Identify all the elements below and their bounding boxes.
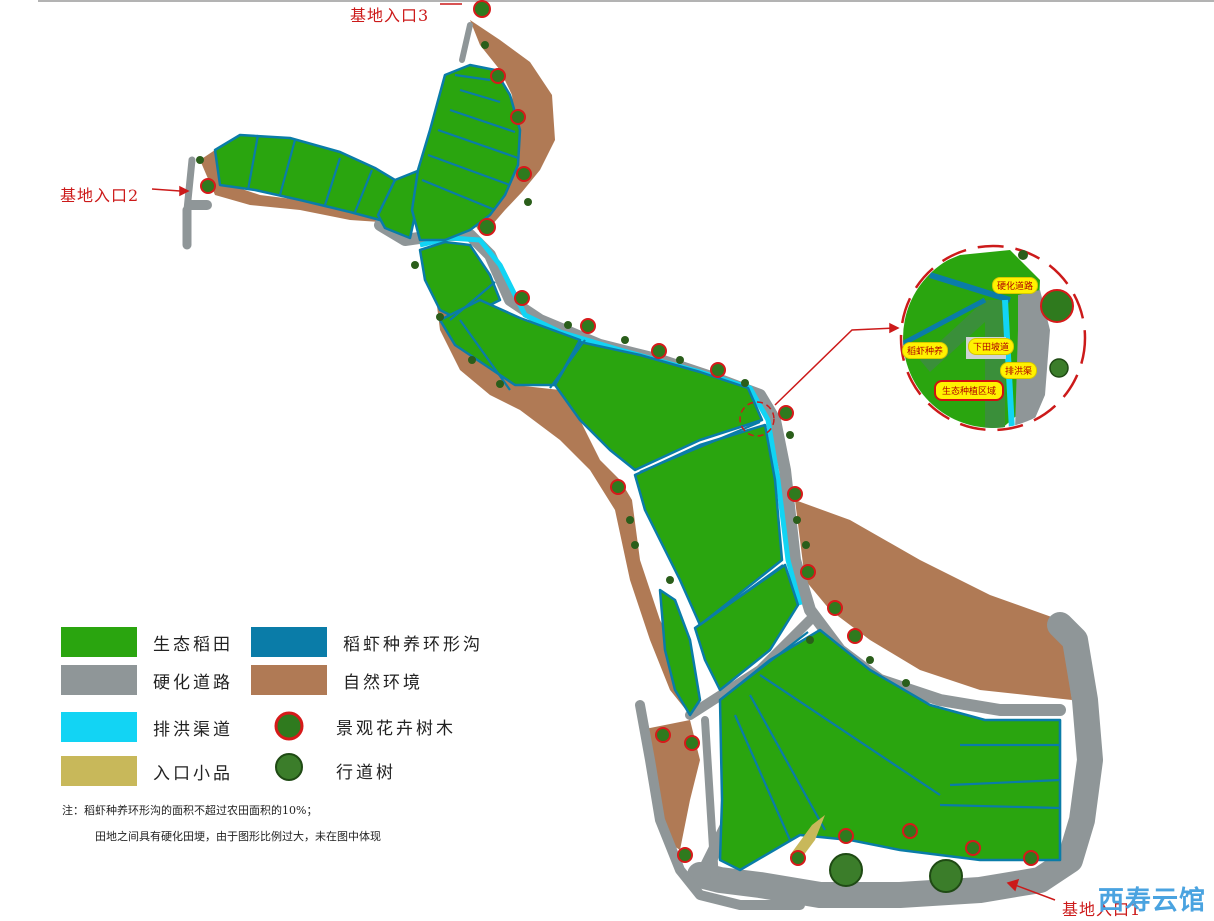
legend-label-flood-channel: 排洪渠道 — [153, 719, 233, 740]
callout-tag-ramp: 下田坡道 — [968, 338, 1015, 355]
legend-item-road: 硬化道路 — [61, 665, 233, 695]
callout-tag-ditch: 稻虾种养 — [902, 342, 949, 359]
legend-item-flood-channel: 排洪渠道 — [61, 712, 233, 742]
legend-swatch-nature — [251, 665, 327, 695]
legend-swatch-flood-channel — [61, 712, 137, 742]
note-line-2: 田地之间具有硬化田埂，由于图形比例过大，未在图中体现 — [95, 830, 381, 843]
legend-swatch-road — [61, 665, 137, 695]
legend-item-street-trees: 行道树 — [320, 758, 396, 783]
legend-item-entrance-feature: 入口小品 — [61, 756, 233, 786]
street-trees — [829, 853, 963, 893]
legend-item-rice-field: 生态稻田 — [61, 627, 233, 657]
callout-tag-flood: 排洪渠 — [1000, 362, 1038, 379]
watermark-logo: 西寿云馆 — [1097, 886, 1206, 916]
entrance-2-label: 基地入口2 — [60, 186, 140, 205]
entrance-arrows — [151, 3, 1056, 901]
callout-tag-planting: 生态种植区域 — [934, 380, 1005, 401]
legend-flower-tree-icon — [274, 711, 304, 741]
legend-item-nature: 自然环境 — [251, 665, 423, 695]
legend-swatch-entrance-feature — [61, 756, 137, 786]
entrance-feature — [790, 815, 825, 860]
callout-tag-road: 硬化道路 — [992, 277, 1039, 294]
legend-item-flower-trees: 景观花卉树木 — [320, 714, 456, 739]
landscape-flower-trees — [196, 0, 1039, 866]
legend-street-tree-icon — [275, 753, 303, 781]
legend-swatch-ring-ditch — [251, 627, 327, 657]
legend-label-rice-field: 生态稻田 — [153, 634, 233, 655]
note-line-1: 注：稻虾种养环形沟的面积不超过农田面积的10%； — [62, 804, 318, 817]
legend-label-flower-trees: 景观花卉树木 — [336, 719, 456, 739]
entrance-3-label: 基地入口3 — [350, 6, 430, 25]
legend-label-ring-ditch: 稻虾种养环形沟 — [343, 634, 483, 655]
rice-fields — [213, 63, 1062, 872]
legend-label-road: 硬化道路 — [153, 672, 233, 693]
ring-ditches — [246, 73, 1062, 860]
legend-swatch-rice-field — [61, 627, 137, 657]
legend-item-ring-ditch: 稻虾种养环形沟 — [251, 627, 483, 657]
legend-label-nature: 自然环境 — [343, 672, 423, 693]
legend-label-street-trees: 行道树 — [336, 763, 396, 783]
legend-label-entrance-feature: 入口小品 — [153, 763, 233, 784]
entrance-1-label: 基地入口1 — [1062, 900, 1142, 919]
callout-leader — [739, 322, 900, 437]
